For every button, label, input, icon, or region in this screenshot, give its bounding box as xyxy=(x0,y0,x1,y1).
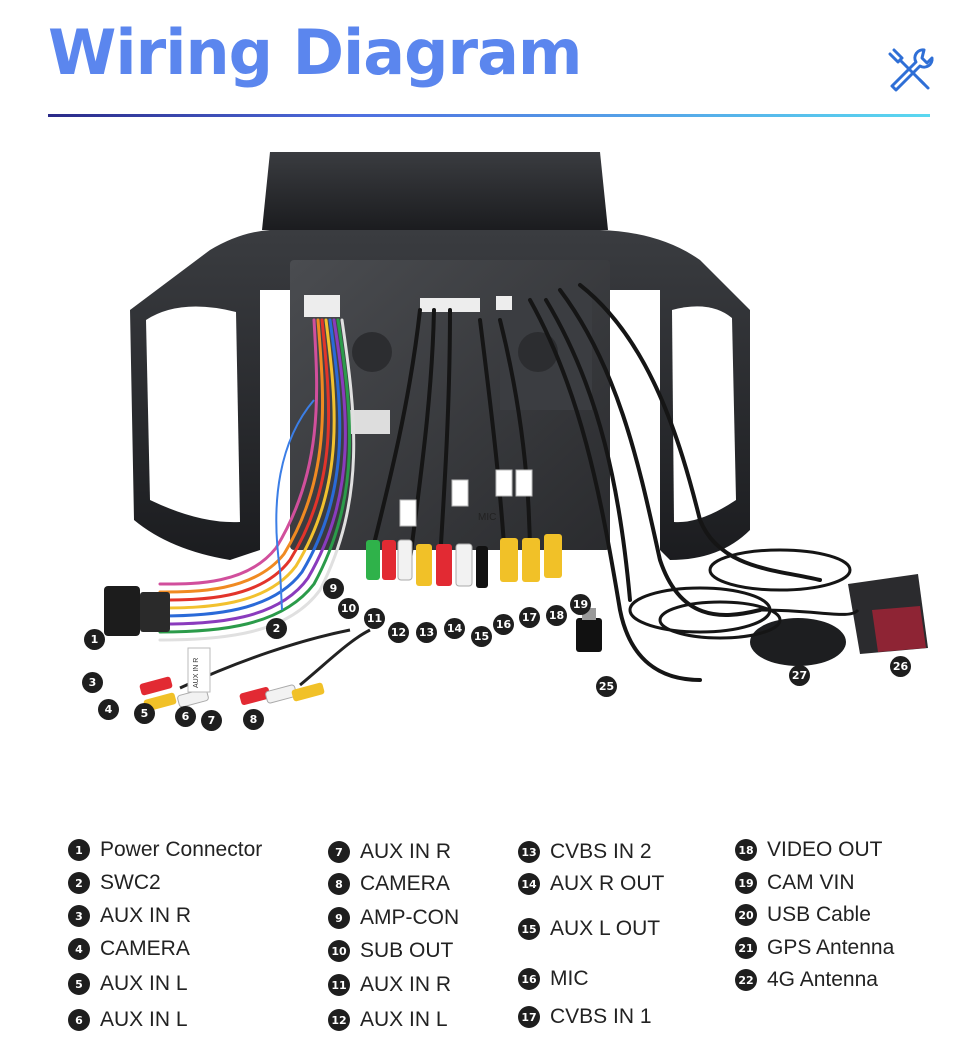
legend-number: 6 xyxy=(68,1009,90,1031)
legend-number: 15 xyxy=(518,918,540,940)
legend-number: 16 xyxy=(518,968,540,990)
legend-item: 5 AUX IN L xyxy=(68,972,188,996)
legend-label: SWC2 xyxy=(100,871,161,894)
legend-number: 8 xyxy=(328,873,350,895)
legend-item: 4 CAMERA xyxy=(68,937,190,961)
callout-27: 27 xyxy=(789,665,810,686)
callout-26: 26 xyxy=(890,656,911,677)
callout-3: 3 xyxy=(82,672,103,693)
legend-item: 3 AUX IN R xyxy=(68,904,191,928)
legend-label: AUX IN L xyxy=(100,1008,188,1031)
legend-number: 17 xyxy=(518,1006,540,1028)
legend-number: 4 xyxy=(68,938,90,960)
callout-7: 7 xyxy=(201,710,222,731)
legend-item: 17 CVBS IN 1 xyxy=(518,1005,652,1029)
legend-item: 10 SUB OUT xyxy=(328,939,453,963)
callout-12: 12 xyxy=(388,622,409,643)
legend-item: 6 AUX IN L xyxy=(68,1008,188,1032)
callout-10: 10 xyxy=(338,598,359,619)
legend-number: 22 xyxy=(735,969,757,991)
legend-item: 9 AMP-CON xyxy=(328,906,459,930)
legend-label: CAMERA xyxy=(100,937,190,960)
callout-13: 13 xyxy=(416,622,437,643)
callout-14: 14 xyxy=(444,618,465,639)
legend-number: 18 xyxy=(735,839,757,861)
page-title: Wiring Diagram xyxy=(48,16,583,89)
legend-item: 11 AUX IN R xyxy=(328,973,451,997)
legend-label: MIC xyxy=(550,967,589,990)
callout-5: 5 xyxy=(134,703,155,724)
legend-label: CAMERA xyxy=(360,872,450,895)
legend-item: 18 VIDEO OUT xyxy=(735,838,883,862)
legend-label: AUX IN R xyxy=(360,973,452,996)
legend-item: 2 SWC2 xyxy=(68,871,161,895)
legend-label: 4G Antenna xyxy=(767,968,878,991)
legend-item: 16 MIC xyxy=(518,967,589,991)
legend-number: 2 xyxy=(68,872,90,894)
legend-label: SUB OUT xyxy=(360,939,454,962)
legend-number: 11 xyxy=(328,974,350,996)
callout-19: 19 xyxy=(570,594,591,615)
legend-number: 9 xyxy=(328,907,350,929)
legend-item: 20 USB Cable xyxy=(735,903,871,927)
legend-number: 14 xyxy=(518,873,540,895)
legend-item: 7 AUX IN R xyxy=(328,840,451,864)
legend-label: AUX R OUT xyxy=(550,872,665,895)
callout-6: 6 xyxy=(175,706,196,727)
legend-number: 5 xyxy=(68,973,90,995)
legend-number: 20 xyxy=(735,904,757,926)
callout-18: 18 xyxy=(546,605,567,626)
callout-17: 17 xyxy=(519,607,540,628)
legend-item: 1 Power Connector xyxy=(68,838,262,862)
callout-16: 16 xyxy=(493,614,514,635)
mic-tag: MIC xyxy=(478,512,496,523)
legend-label: USB Cable xyxy=(767,903,871,926)
legend-number: 21 xyxy=(735,937,757,959)
legend-label: VIDEO OUT xyxy=(767,838,883,861)
title-underline xyxy=(48,114,930,117)
tools-icon xyxy=(888,48,934,92)
callout-4: 4 xyxy=(98,699,119,720)
legend-item: 8 CAMERA xyxy=(328,872,450,896)
legend-label: AUX L OUT xyxy=(550,917,661,940)
aux-in-r-tag: AUX IN R xyxy=(193,658,200,688)
legend-number: 3 xyxy=(68,905,90,927)
callout-9: 9 xyxy=(323,578,344,599)
legend-item: 13 CVBS IN 2 xyxy=(518,840,652,864)
legend-label: CVBS IN 2 xyxy=(550,840,652,863)
callout-2: 2 xyxy=(266,618,287,639)
legend-item: 19 CAM VIN xyxy=(735,871,855,895)
legend-item: 22 4G Antenna xyxy=(735,968,878,992)
legend-number: 7 xyxy=(328,841,350,863)
legend-label: Power Connector xyxy=(100,838,263,861)
legend-number: 1 xyxy=(68,839,90,861)
legend-label: AUX IN R xyxy=(100,904,192,927)
legend-label: CAM VIN xyxy=(767,871,855,894)
legend-label: AUX IN R xyxy=(360,840,452,863)
legend-label: AUX IN L xyxy=(360,1008,448,1031)
legend-item: 12 AUX IN L xyxy=(328,1008,448,1032)
callout-8: 8 xyxy=(243,709,264,730)
callout-11: 11 xyxy=(364,608,385,629)
callout-1: 1 xyxy=(84,629,105,650)
legend-item: 21 GPS Antenna xyxy=(735,936,894,960)
legend-label: AMP-CON xyxy=(360,906,460,929)
legend-number: 13 xyxy=(518,841,540,863)
legend-label: GPS Antenna xyxy=(767,936,895,959)
callout-25: 25 xyxy=(596,676,617,697)
radio-unit-illustration: MIC AUX IN R xyxy=(104,152,928,712)
legend-item: 14 AUX R OUT xyxy=(518,872,664,896)
legend-item: 15 AUX L OUT xyxy=(518,917,660,941)
legend-number: 12 xyxy=(328,1009,350,1031)
legend-number: 10 xyxy=(328,940,350,962)
legend-number: 19 xyxy=(735,872,757,894)
legend-label: CVBS IN 1 xyxy=(550,1005,652,1028)
callout-15: 15 xyxy=(471,626,492,647)
legend-label: AUX IN L xyxy=(100,972,188,995)
